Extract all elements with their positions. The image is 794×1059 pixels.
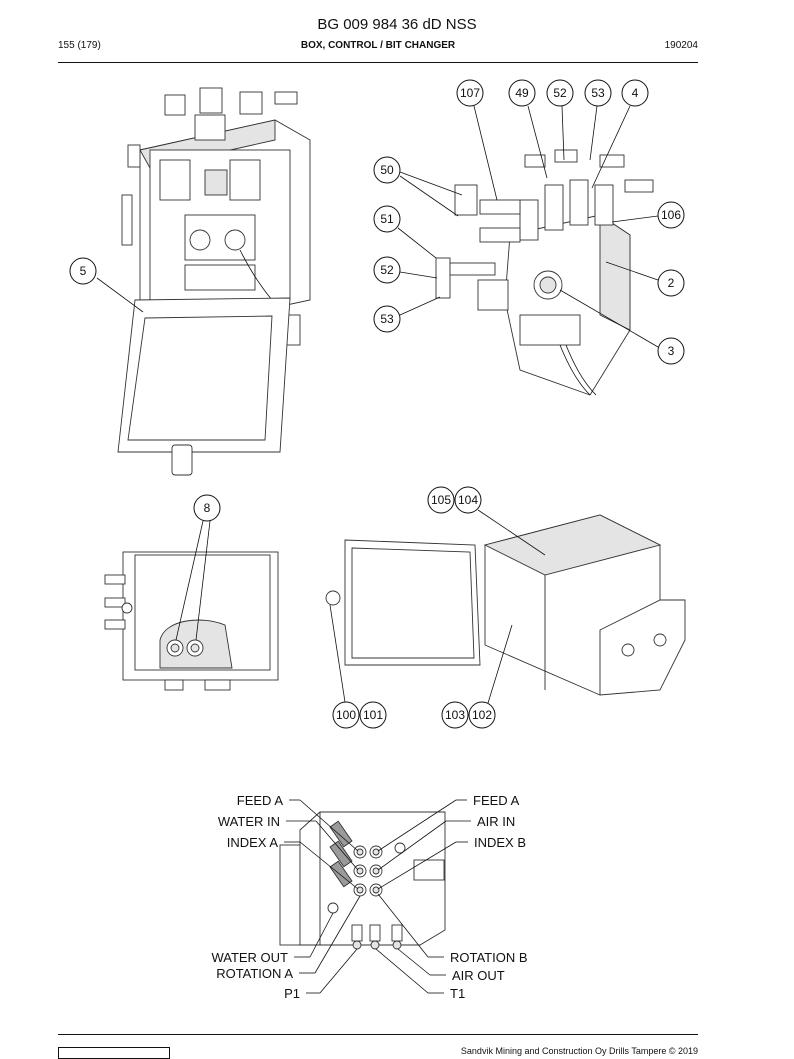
svg-text:107: 107 — [460, 86, 480, 100]
label-p1: P1 — [284, 986, 300, 1001]
svg-text:101: 101 — [363, 708, 383, 722]
callout-49: 49 — [508, 79, 548, 179]
header-row: 155 (179) BOX, CONTROL / BIT CHANGER 190… — [58, 40, 698, 56]
svg-text:8: 8 — [204, 501, 211, 515]
svg-text:52: 52 — [553, 86, 567, 100]
label-air-out: AIR OUT — [452, 968, 505, 983]
svg-text:53: 53 — [380, 312, 394, 326]
svg-text:4: 4 — [632, 86, 639, 100]
page-number: 155 (179) — [58, 40, 101, 51]
callout-53-side: 53 — [373, 296, 441, 333]
callout-101: 101 — [359, 701, 387, 729]
svg-text:100: 100 — [336, 708, 356, 722]
header-rule — [58, 62, 698, 63]
svg-text:106: 106 — [661, 208, 681, 222]
svg-text:3: 3 — [668, 344, 675, 358]
callout-106: 106 — [611, 201, 685, 229]
callout-52-side: 52 — [373, 256, 438, 284]
svg-text:49: 49 — [515, 86, 529, 100]
label-index-b: INDEX B — [474, 835, 526, 850]
svg-text:105: 105 — [431, 493, 451, 507]
svg-text:53: 53 — [591, 86, 605, 100]
callout-2: 2 — [605, 261, 685, 297]
footer-copyright: Sandvik Mining and Construction Oy Drill… — [460, 1046, 698, 1056]
label-t1: T1 — [450, 986, 465, 1001]
callout-3: 3 — [559, 289, 685, 365]
date-code: 190204 — [664, 40, 698, 51]
label-water-out: WATER OUT — [211, 950, 288, 965]
callout-104: 104 — [454, 486, 546, 556]
port-labels-right: FEED A AIR IN INDEX B ROTATION B AIR OUT… — [375, 793, 528, 1001]
svg-text:104: 104 — [458, 493, 478, 507]
callout-107: 107 — [456, 79, 498, 201]
sandvik-logo — [58, 1047, 170, 1059]
svg-text:50: 50 — [380, 163, 394, 177]
label-feed-a-right: FEED A — [473, 793, 520, 808]
svg-text:51: 51 — [380, 212, 394, 226]
control-box-iso-drawing — [325, 514, 686, 696]
document-title: BG 009 984 36 dD NSS — [317, 16, 477, 33]
callout-103: 103 — [441, 701, 469, 729]
label-feed-a-left: FEED A — [237, 793, 284, 808]
label-rotation-b: ROTATION B — [450, 950, 528, 965]
valve-block-drawing — [435, 149, 654, 396]
callout-8: 8 — [175, 494, 221, 641]
label-air-in: AIR IN — [477, 814, 515, 829]
label-index-a: INDEX A — [227, 835, 279, 850]
callout-53-top: 53 — [584, 79, 612, 161]
section-title: BOX, CONTROL / BIT CHANGER — [300, 40, 456, 51]
label-rotation-a: ROTATION A — [216, 966, 293, 981]
svg-text:52: 52 — [380, 263, 394, 277]
control-box-front-drawing — [104, 551, 279, 691]
svg-text:103: 103 — [445, 708, 465, 722]
label-water-in: WATER IN — [218, 814, 280, 829]
callout-4: 4 — [591, 79, 649, 189]
callout-100: 100 — [329, 604, 360, 729]
callout-51: 51 — [373, 205, 437, 259]
callout-52-top: 52 — [546, 79, 574, 161]
svg-text:2: 2 — [668, 276, 675, 290]
port-labels-left: FEED A WATER IN INDEX A WATER OUT ROTATI… — [211, 793, 361, 1001]
control-box-open-drawing — [117, 87, 311, 476]
svg-text:5: 5 — [80, 264, 87, 278]
callout-5: 5 — [69, 257, 144, 313]
port-diagram-drawing — [279, 811, 446, 950]
callout-102: 102 — [468, 624, 513, 729]
svg-text:102: 102 — [472, 708, 492, 722]
footer-rule — [58, 1034, 698, 1035]
callout-105: 105 — [427, 486, 455, 514]
callout-50: 50 — [373, 156, 463, 217]
